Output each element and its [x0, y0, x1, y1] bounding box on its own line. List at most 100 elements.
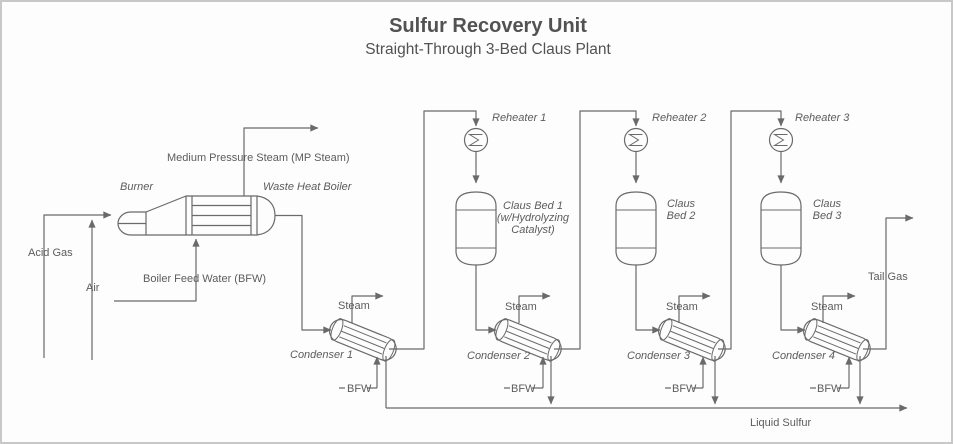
condenser-4-bfw-label: BFW: [817, 383, 842, 395]
claus-bed-3-label: Claus: [813, 198, 842, 210]
claus-bed-2: Claus Bed 2: [615, 191, 696, 334]
condenser-shell: [802, 318, 871, 361]
condenser-cap: [547, 339, 561, 362]
reheater-1-symbol: [463, 127, 489, 153]
boiler-tubes: [192, 204, 251, 227]
boiler-head: [256, 195, 276, 236]
claus-bed-3-outlet-line: [780, 265, 806, 334]
reheater-1-coil-icon: [467, 134, 483, 146]
claus-bed-2-label: Claus: [667, 198, 696, 210]
burner: Burner: [117, 181, 187, 236]
page-subtitle: Straight-Through 3-Bed Claus Plant: [365, 41, 611, 58]
riser-to-reheater-3: [718, 110, 785, 350]
condenser-3-symbol: [657, 318, 726, 362]
acid-gas-stream: Acid Gas: [28, 211, 112, 358]
condenser-4-steam-label: Steam: [811, 301, 843, 313]
boiler-feed-water-stream: Boiler Feed Water (BFW): [114, 238, 266, 302]
tail-gas-stream: Tail Gas: [863, 214, 914, 350]
tail-gas-line: [863, 214, 914, 350]
condenser-1-steam-label: Steam: [338, 300, 370, 312]
condenser-2-steam-label: Steam: [505, 301, 537, 313]
claus-bed-3: Claus Bed 3: [760, 191, 843, 334]
reheater-3-label: Reheater 3: [795, 112, 850, 124]
burner-cone: [145, 195, 187, 236]
condenser-cap: [330, 318, 344, 341]
condenser-cap: [711, 339, 725, 362]
condenser-tubes: [504, 325, 552, 355]
claus-bed-1-label: Catalyst): [511, 224, 555, 236]
page-title: Sulfur Recovery Unit: [389, 15, 587, 37]
condenser-tubes: [339, 325, 387, 355]
claus-bed-2-catalyst-band: [615, 209, 657, 249]
condenser-1-label: Condenser 1: [290, 349, 353, 361]
condenser-3-label: Condenser 3: [627, 350, 691, 362]
reheater-1: Reheater 1: [463, 112, 546, 184]
boiler-bfw-label: Boiler Feed Water (BFW): [143, 273, 266, 285]
condenser-cap: [495, 318, 509, 341]
reheater-1-label: Reheater 1: [492, 112, 546, 124]
condenser-4-label: Condenser 4: [772, 350, 835, 362]
liquid-sulfur-header: Liquid Sulfur: [386, 404, 908, 429]
condenser-3-steam-line: [678, 292, 711, 323]
waste-heat-boiler-label: Waste Heat Boiler: [263, 181, 353, 193]
liquid-sulfur-label: Liquid Sulfur: [750, 417, 811, 429]
condenser-shell: [493, 318, 562, 361]
air-label: Air: [86, 282, 100, 294]
reheater-2-symbol: [623, 127, 649, 153]
condenser-2: Steam BFW Condenser 2: [467, 292, 562, 405]
condenser-cap: [804, 318, 818, 341]
burner-label: Burner: [120, 181, 154, 193]
condenser-2-steam-line: [518, 292, 551, 323]
condenser-2-symbol: [493, 318, 562, 362]
air-stream: Air: [86, 219, 100, 360]
riser-to-reheater-2: [554, 110, 640, 350]
tail-gas-label: Tail Gas: [868, 271, 908, 283]
claus-bed-1-outlet-line: [475, 265, 497, 334]
condenser-4-symbol: [802, 318, 871, 362]
reheater-2-coil-icon: [627, 134, 643, 146]
condenser-1: Steam BFW Condenser 1: [290, 292, 397, 408]
boiler-shell: [185, 195, 258, 236]
claus-bed-1-label: (w/Hydrolyzing: [497, 212, 570, 224]
condenser-1-steam-line: [351, 292, 384, 323]
burner-body: [117, 211, 147, 236]
condenser-shell: [328, 318, 397, 361]
condenser-4-steam-line: [822, 292, 856, 323]
condenser-4: Steam BFW Condenser 4: [772, 292, 871, 405]
condenser-3: Steam BFW Condenser 3: [627, 292, 726, 405]
condenser-2-bfw-label: BFW: [511, 383, 536, 395]
waste-heat-boiler: Waste Heat Boiler: [185, 181, 353, 236]
condenser-3-steam-label: Steam: [666, 301, 698, 313]
boiler-outlet-line: [275, 214, 332, 334]
riser-to-reheater-1: [389, 110, 480, 350]
claus-bed-1: Claus Bed 1 (w/Hydrolyzing Catalyst): [455, 191, 570, 334]
claus-bed-1-label: Claus Bed 1: [503, 200, 563, 212]
reheater-2-label: Reheater 2: [652, 112, 706, 124]
claus-bed-3-catalyst-band: [760, 209, 802, 249]
claus-bed-3-vessel: [760, 191, 802, 266]
claus-bed-2-vessel: [615, 191, 657, 266]
condenser-cap: [382, 339, 396, 362]
condenser-tubes: [668, 325, 716, 355]
condenser-2-label: Condenser 2: [467, 350, 530, 362]
claus-bed-1-vessel: [455, 191, 497, 266]
mp-steam-line: [243, 124, 319, 196]
claus-bed-1-catalyst-band: [455, 209, 497, 249]
mp-steam-stream: Medium Pressure Steam (MP Steam): [167, 124, 350, 196]
reheater-2: Reheater 2: [623, 112, 706, 184]
condenser-1-symbol: [328, 318, 397, 362]
claus-bed-3-label: Bed 3: [813, 210, 843, 222]
claus-bed-2-outlet-line: [635, 265, 661, 334]
condenser-tubes: [813, 325, 861, 355]
condenser-3-bfw-label: BFW: [672, 383, 697, 395]
condenser-cap: [659, 318, 673, 341]
reheater-3-coil-icon: [772, 134, 788, 146]
acid-gas-line: [43, 211, 112, 358]
condenser-shell: [657, 318, 726, 361]
condenser-cap: [856, 339, 870, 362]
reheater-3-symbol: [768, 127, 794, 153]
acid-gas-label: Acid Gas: [28, 247, 73, 259]
reheater-3: Reheater 3: [768, 112, 850, 184]
